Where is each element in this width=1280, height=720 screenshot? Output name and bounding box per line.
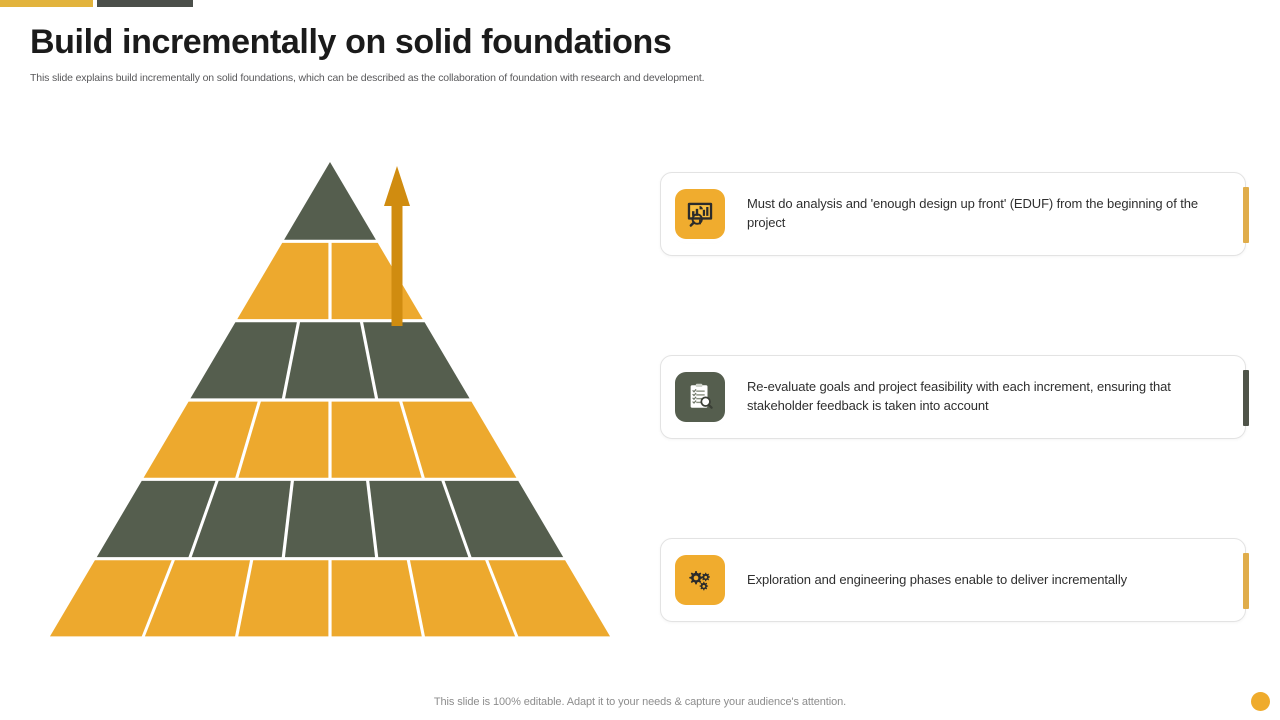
top-decor-bars bbox=[0, 0, 193, 7]
pyramid-block[interactable] bbox=[488, 560, 611, 637]
pyramid-block[interactable] bbox=[237, 242, 329, 320]
pyramid-block[interactable] bbox=[444, 480, 564, 558]
slide-header: Build incrementally on solid foundations… bbox=[30, 23, 1250, 86]
pyramid-svg bbox=[49, 162, 611, 637]
pyramid-block[interactable] bbox=[143, 401, 258, 478]
pyramid-block[interactable] bbox=[363, 322, 470, 399]
insight-card-exploration[interactable]: Exploration and engineering phases enabl… bbox=[660, 538, 1249, 622]
presentation-analysis-icon bbox=[675, 189, 725, 239]
insight-card-text: Re-evaluate goals and project feasibilit… bbox=[747, 379, 1171, 413]
gears-icon bbox=[675, 555, 725, 605]
card-accent-bar bbox=[1243, 553, 1249, 609]
corner-dot-decoration bbox=[1251, 692, 1270, 711]
decor-bar-dark bbox=[97, 0, 193, 7]
insight-card-text: Must do analysis and 'enough design up f… bbox=[747, 196, 1198, 230]
decor-bar-gold bbox=[0, 0, 93, 7]
pyramid-block[interactable] bbox=[49, 560, 172, 637]
pyramid-block[interactable] bbox=[96, 480, 216, 558]
insight-card-reevaluate[interactable]: Re-evaluate goals and project feasibilit… bbox=[660, 355, 1249, 439]
pyramid-block[interactable] bbox=[331, 401, 422, 478]
growth-arrow-shape bbox=[384, 166, 410, 326]
card-accent-bar bbox=[1243, 187, 1249, 243]
pyramid-block[interactable] bbox=[238, 401, 329, 478]
page-subtitle: This slide explains build incrementally … bbox=[30, 72, 705, 85]
growth-arrow-icon bbox=[384, 166, 410, 326]
pyramid-block[interactable] bbox=[191, 480, 291, 558]
pyramid-block[interactable] bbox=[369, 480, 469, 558]
pyramid-diagram bbox=[45, 158, 615, 668]
insight-card-eduf[interactable]: Must do analysis and 'enough design up f… bbox=[660, 172, 1249, 256]
pyramid-block[interactable] bbox=[144, 560, 251, 637]
slide-body: Must do analysis and 'enough design up f… bbox=[0, 130, 1280, 670]
footer-note: This slide is 100% editable. Adapt it to… bbox=[433, 696, 847, 708]
pyramid-block[interactable] bbox=[284, 162, 376, 240]
pyramid-block[interactable] bbox=[402, 401, 517, 478]
insight-card-list: Must do analysis and 'enough design up f… bbox=[660, 130, 1250, 670]
pyramid-block[interactable] bbox=[285, 322, 375, 399]
pyramid-block[interactable] bbox=[331, 242, 423, 320]
pyramid-block[interactable] bbox=[331, 560, 422, 637]
clipboard-review-icon bbox=[675, 372, 725, 422]
insight-card-text: Exploration and engineering phases enabl… bbox=[747, 571, 1128, 587]
card-accent-bar bbox=[1243, 370, 1249, 426]
pyramid-block[interactable] bbox=[190, 322, 297, 399]
pyramid-block[interactable] bbox=[409, 560, 516, 637]
page-title: Build incrementally on solid foundations bbox=[30, 23, 672, 61]
pyramid-block[interactable] bbox=[238, 560, 329, 637]
pyramid-block[interactable] bbox=[284, 480, 376, 558]
